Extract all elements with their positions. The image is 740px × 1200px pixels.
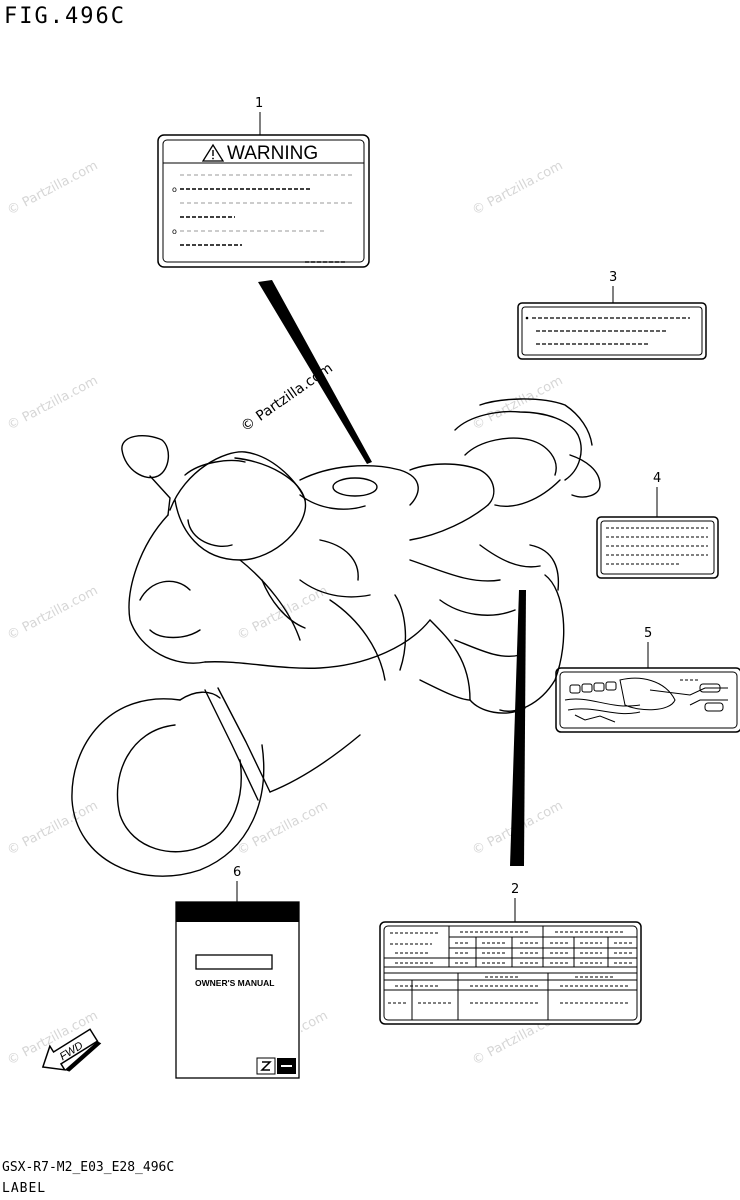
callout-5: 5 bbox=[644, 626, 652, 668]
label-5-vacuum-hose-routing bbox=[555, 667, 740, 733]
svg-text:3: 3 bbox=[609, 270, 617, 285]
motorcycle-outline bbox=[71, 398, 601, 877]
callout-2: 2 bbox=[511, 882, 519, 922]
label-3 bbox=[517, 302, 707, 360]
warning-triangle-icon bbox=[201, 143, 225, 162]
bullet-2: o bbox=[172, 227, 177, 236]
owners-manual: OWNER'S MANUAL bbox=[175, 901, 300, 1079]
watermark-6: © Partzilla.com bbox=[5, 583, 101, 643]
callout-3: 3 bbox=[609, 270, 617, 303]
callout-1: 1 bbox=[255, 96, 263, 135]
warning-title: WARNING bbox=[227, 143, 318, 164]
callout-6: 6 bbox=[233, 865, 241, 902]
manual-title: OWNER'S MANUAL bbox=[195, 978, 274, 988]
svg-text:6: 6 bbox=[233, 865, 241, 880]
warning-label: WARNING o o bbox=[157, 134, 370, 268]
watermark-8: © Partzilla.com bbox=[5, 798, 101, 858]
svg-text:1: 1 bbox=[255, 96, 263, 111]
figure-title: FIG.496C bbox=[4, 4, 126, 29]
bullet-1: o bbox=[172, 185, 177, 194]
svg-text:5: 5 bbox=[644, 626, 652, 641]
suzuki-logo-icon bbox=[256, 1057, 276, 1075]
footer-section-label: LABEL bbox=[2, 1181, 47, 1196]
label-4 bbox=[596, 516, 719, 579]
svg-text:2: 2 bbox=[511, 882, 519, 897]
svg-text:4: 4 bbox=[653, 471, 661, 486]
leader-1 bbox=[258, 280, 372, 464]
label-2-tire-info bbox=[379, 921, 642, 1025]
callout-4: 4 bbox=[653, 471, 661, 517]
footer-diagram-code: GSX-R7-M2_E03_E28_496C bbox=[2, 1160, 175, 1175]
fwd-arrow-icon: FWD bbox=[41, 1028, 102, 1072]
watermark-1: © Partzilla.com bbox=[5, 158, 101, 218]
watermark-4: © Partzilla.com bbox=[5, 373, 101, 433]
watermark-3: © Partzilla.com bbox=[470, 158, 566, 218]
leader-2 bbox=[510, 590, 526, 866]
